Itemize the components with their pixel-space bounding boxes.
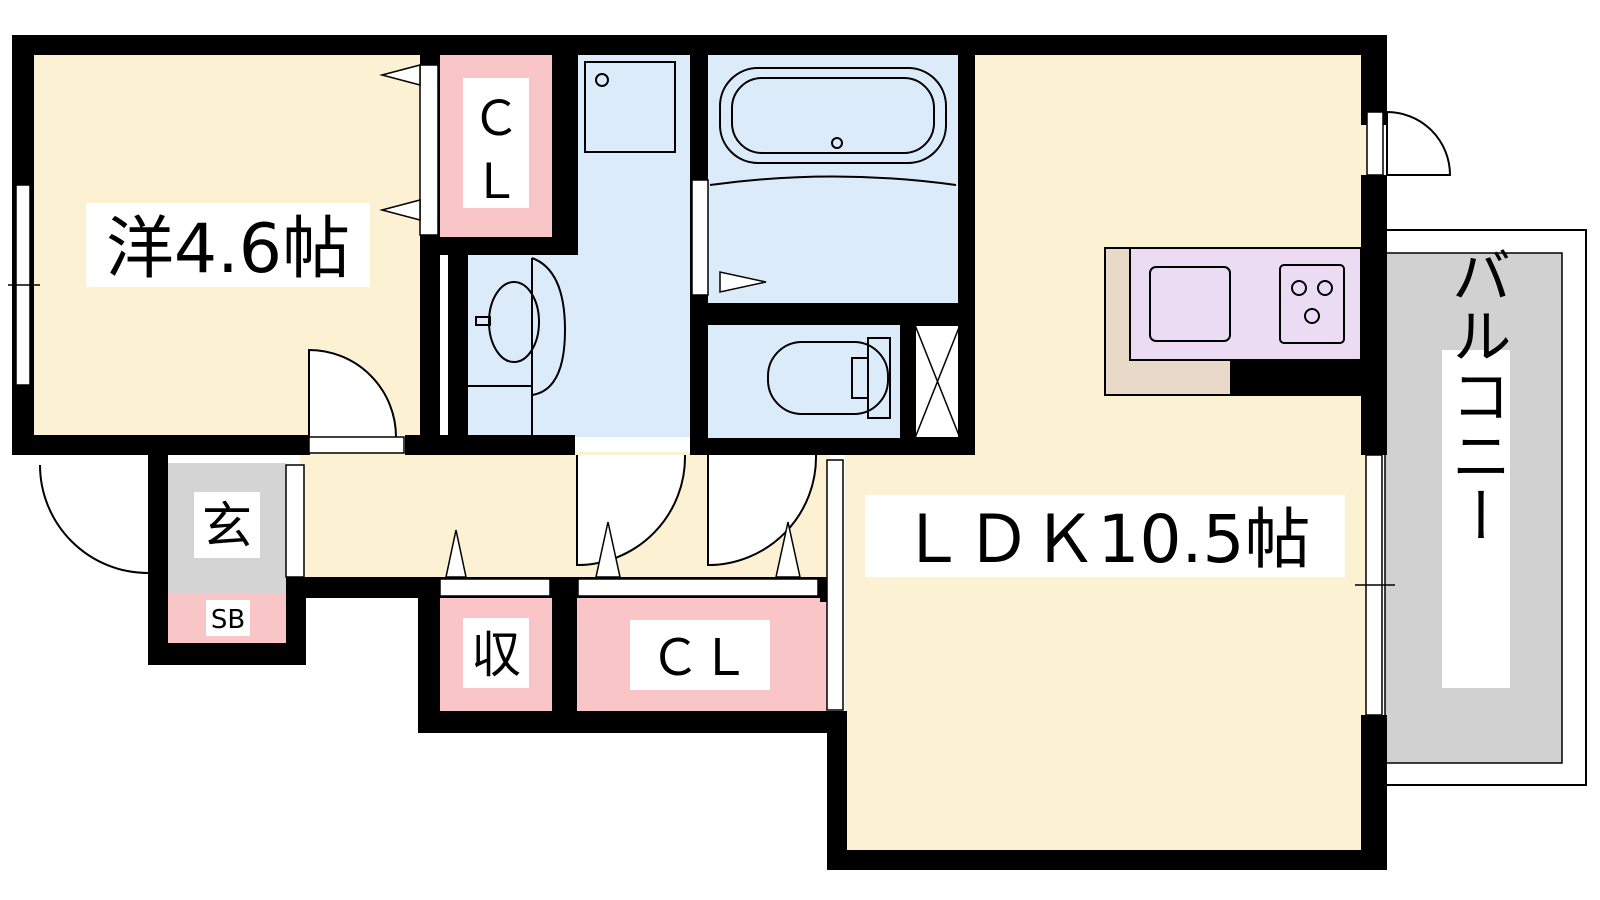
wall [900,325,915,438]
label-bg [194,492,260,558]
door-direction-icon [379,199,421,221]
kitchen-sink-icon [1149,266,1231,342]
wall [148,455,168,665]
label-bg [206,600,250,636]
door-direction-icon [719,271,767,293]
storage-label: 収 [471,626,521,684]
sliding-door [691,179,709,296]
closet-bottom-label: ＣＬ [650,629,750,687]
sliding-door [826,459,844,711]
kitchen-wall [1230,360,1361,395]
sliding-door [439,578,551,597]
ldk-label: ＬＤＫ10.5帖 [900,501,1311,578]
toilet-icon [767,341,889,415]
balcony-label: バルコニー [1441,245,1511,545]
label-bg [463,618,529,688]
door-swing [707,454,818,567]
wall [440,237,578,255]
sliding-door [419,64,439,236]
wash-room-floor-left [468,255,590,437]
label-bg [86,203,370,287]
closet-top-label-1: Ｃ [472,91,520,147]
label-bg [630,620,770,690]
wall [690,438,975,455]
bathroom-step [709,175,957,186]
wash-room-floor [578,55,690,437]
door-frame [285,464,305,578]
wall [958,55,975,455]
bathroom-floor [708,55,958,303]
shoe-box-label: SB [211,605,245,635]
wall [708,303,975,325]
door-swing [39,464,149,574]
door-direction-icon [595,521,621,578]
wall [827,850,1387,870]
door-swing [308,348,397,438]
vanity-outline [531,257,567,396]
door-leaf [1366,111,1384,176]
bathtub-icon [719,67,947,164]
door-swing [1386,110,1452,176]
wall [405,435,575,455]
wall [1361,175,1387,455]
pipe-shaft-hatch [914,324,961,439]
door-direction-icon [445,529,467,578]
wall [1361,35,1387,125]
wall [552,55,578,255]
door-direction-icon [379,64,421,86]
drain-icon [831,137,843,149]
closet-top-label-2: Ｌ [472,154,520,210]
washer-dot [595,73,609,87]
door-leaf [308,436,405,454]
burner-icon [1317,280,1333,296]
toilet-seat-part [851,357,869,399]
burner-icon [1304,308,1320,324]
sliding-door [577,578,819,597]
burner-icon [1291,280,1307,296]
wall [12,435,310,455]
washing-machine-icon [584,61,676,153]
ldk-floor-lower [845,395,1375,850]
label-bg [865,495,1345,577]
label-bg [1442,350,1510,688]
wall [12,35,1387,55]
wall [1361,715,1387,870]
door-direction-icon [775,521,801,578]
wall [148,643,306,665]
bathtub-inner [731,77,935,154]
wall [552,577,577,711]
wall [418,577,440,733]
label-bg [463,78,529,208]
western-room-label: 洋4.6帖 [106,210,350,289]
stove-icon [1279,264,1345,344]
faucet-icon [475,316,491,326]
entrance-label: 玄 [202,497,252,555]
wall [448,255,468,437]
wall [418,711,847,733]
wall [827,715,847,870]
